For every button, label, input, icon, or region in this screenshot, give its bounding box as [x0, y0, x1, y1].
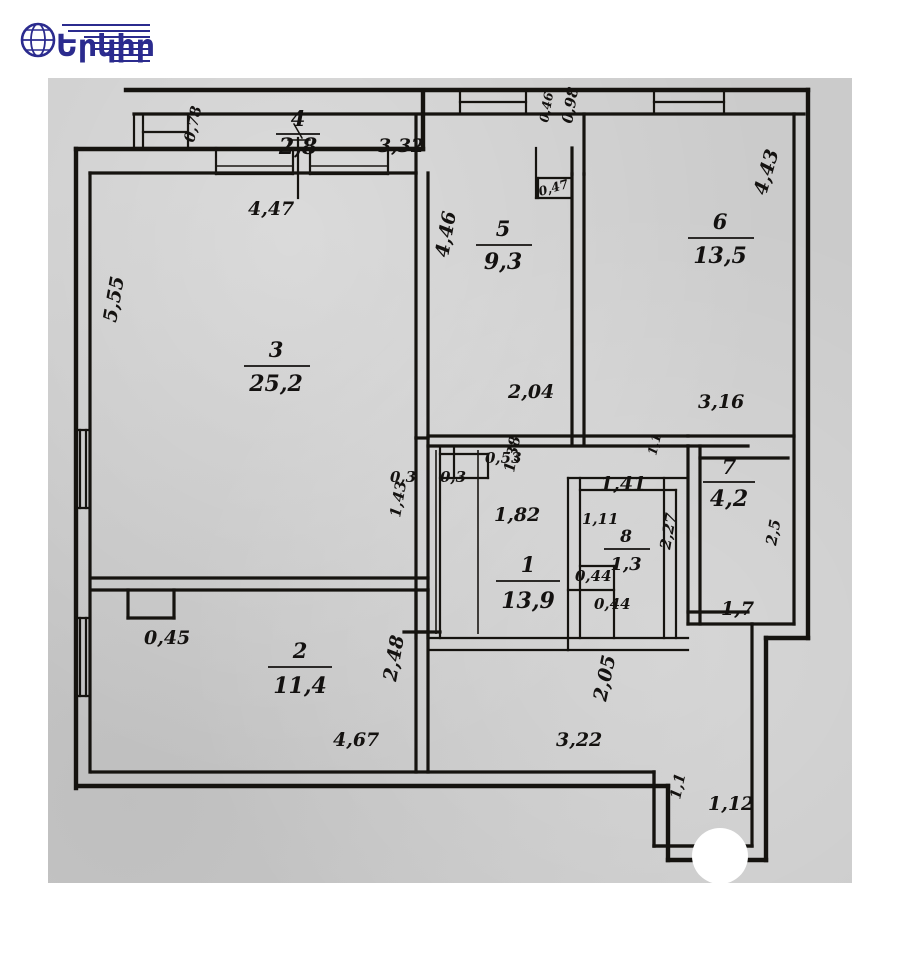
room-7-label: 7 4,2: [703, 454, 755, 512]
dimension-lines: [142, 124, 479, 634]
room-4-number: 4: [291, 106, 306, 131]
dim-3-32: 3,32: [378, 135, 424, 157]
dim-1-11: 1,11: [582, 510, 619, 528]
dim-4-46: 4,46: [431, 209, 461, 258]
room-3-number: 3: [269, 337, 284, 362]
dim-0-3-right: 0,3: [440, 468, 466, 486]
globe-icon: [20, 22, 56, 58]
dim-1-12: 1,12: [708, 793, 754, 815]
logo-graphic: Երկիր: [20, 22, 155, 64]
dim-0-46: 0,46: [536, 91, 556, 124]
wall-5-6: [570, 112, 586, 445]
dim-0-44-b: 0,44: [594, 595, 631, 613]
room-6-number: 6: [713, 209, 728, 234]
dim-0-44-a: 0,44: [575, 567, 612, 585]
room-1-number: 1: [521, 552, 536, 577]
logo-wordmark: Երկիր: [56, 29, 155, 64]
dim-2-04: 2,04: [507, 381, 554, 403]
dim-0-45: 0,45: [144, 627, 190, 649]
scanned-floor-plan: 4 2,8 5 9,3 6 13,5 3 25,2 7 4,2: [48, 78, 852, 883]
top-wall-windows: [458, 88, 726, 116]
central-block-walls: [426, 444, 690, 652]
room-5-label: 5 9,3: [476, 216, 532, 275]
dim-3-22: 3,22: [556, 729, 602, 751]
dim-0-53: 0,53: [485, 449, 522, 467]
wall-bottom-5-6: [426, 434, 796, 448]
dim-2-48: 2,48: [379, 633, 409, 683]
wall-2-corridor: [402, 588, 442, 774]
dim-0-47: 0,47: [537, 176, 571, 199]
plan-drawing: 4 2,8 5 9,3 6 13,5 3 25,2 7 4,2: [73, 85, 811, 883]
room-8-label: 8 1,3: [604, 527, 650, 575]
dim-1-82: 1,82: [494, 504, 540, 526]
room8-walls: [566, 476, 690, 652]
dim-1-1-upper: 1,1: [644, 432, 664, 457]
dim-3-16: 3,16: [698, 391, 744, 413]
room-2-number: 2: [292, 638, 308, 663]
room-6-area: 13,5: [693, 243, 747, 269]
room-5-area: 9,3: [484, 249, 522, 275]
room-7-area: 4,2: [710, 486, 748, 512]
left-wall-windows: [74, 428, 92, 698]
room-8-area: 1,3: [610, 554, 641, 575]
dim-4-43: 4,43: [750, 147, 784, 198]
room-2-label: 2 11,4: [268, 638, 332, 699]
yerkir-logo: Երկիր: [18, 14, 168, 72]
room4-door: [287, 122, 311, 141]
room7-walls: [686, 444, 790, 626]
top-closet-walls: [534, 146, 574, 200]
logo-speedlines: [62, 24, 150, 62]
outer-walls: [73, 87, 811, 863]
dim-2-5: 2,5: [762, 518, 784, 548]
spine-wall-3-5: [414, 171, 430, 640]
room-8-number: 8: [619, 527, 632, 547]
room-3-area: 25,2: [248, 371, 303, 397]
room-1-label: 1 13,9: [496, 552, 560, 614]
room-4-label: 4 2,8: [276, 106, 320, 160]
punch-hole-mark: [692, 828, 748, 883]
dim-1-38: 1,38: [500, 434, 524, 474]
room-1-area: 13,9: [501, 588, 555, 614]
dim-0-3-left: 0,3: [390, 468, 416, 486]
room-7-number: 7: [722, 454, 737, 479]
room-5-number: 5: [496, 216, 511, 241]
top-corridor-walls: [132, 112, 418, 200]
dim-1-1-lower: 1,1: [666, 772, 689, 801]
dim-5-55: 5,55: [99, 274, 129, 323]
room-2-area: 11,4: [273, 673, 327, 699]
room-4-area: 2,8: [278, 134, 317, 160]
dim-1-41: 1,41: [600, 473, 646, 495]
dim-4-67: 4,67: [333, 729, 379, 751]
room-6-label: 6 13,5: [688, 209, 754, 269]
dim-1-7: 1,7: [721, 598, 754, 620]
dim-2-05: 2,05: [589, 653, 620, 704]
room-3-label: 3 25,2: [244, 337, 310, 397]
dim-4-47: 4,47: [248, 198, 294, 220]
wall-below-room3: [90, 576, 430, 620]
dim-0-78: 0,78: [180, 104, 205, 144]
